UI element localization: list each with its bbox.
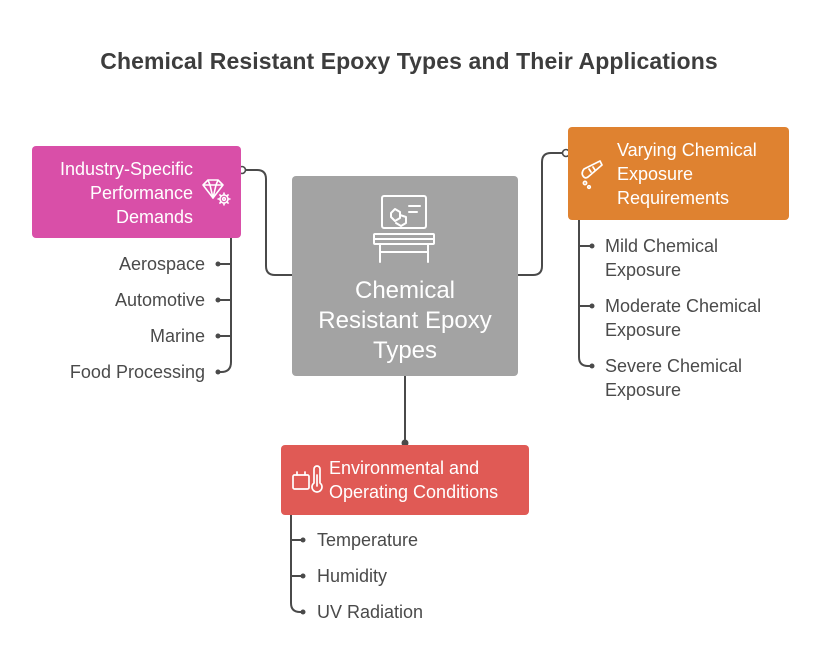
connector-right [518, 152, 566, 276]
box-thermometer-icon [292, 465, 323, 493]
industry-demands-node: Industry-Specific Performance Demands [32, 146, 241, 238]
environmental-conditions-label: Environmental and Operating Conditions [329, 456, 498, 504]
left-item-aerospace: Aerospace [118, 254, 205, 274]
industry-demands-line1: Industry-Specific [59, 159, 193, 179]
bottom-item-spine [290, 515, 303, 613]
left-item-spine [218, 238, 232, 373]
environmental-conditions-line2: Operating Conditions [329, 482, 499, 502]
chemical-exposure-line2: Exposure [617, 164, 694, 184]
right-item-mild: Mild Chemical Exposure [605, 234, 718, 282]
industry-demands-line2: Performance [89, 183, 193, 203]
gem-gear-icon [202, 179, 231, 206]
center-label-line3: Types [372, 337, 438, 364]
center-label-line2: Resistant Epoxy [318, 307, 492, 334]
right-item-severe-line2: Exposure [605, 380, 682, 400]
right-item-mild-line1: Mild Chemical [605, 236, 719, 256]
right-item-severe-line1: Severe Chemical [605, 356, 743, 376]
left-item-food-processing: Food Processing [69, 362, 205, 382]
diagram-title: Chemical Resistant Epoxy Types and Their… [100, 48, 718, 74]
left-item-marine: Marine [149, 326, 205, 346]
environmental-conditions-line1: Environmental and [329, 458, 480, 478]
bottom-item-uv-radiation: UV Radiation [317, 602, 424, 622]
chemical-exposure-node: Varying Chemical Exposure Requirements [568, 127, 789, 220]
center-label: Chemical Resistant Epoxy Types [292, 276, 518, 366]
chemical-exposure-label: Varying Chemical Exposure Requirements [617, 138, 757, 210]
industry-demands-label: Industry-Specific Performance Demands [60, 157, 193, 229]
right-item-moderate-line1: Moderate Chemical [605, 296, 762, 316]
connector-left [242, 169, 292, 276]
chemical-exposure-line3: Requirements [617, 188, 730, 208]
industry-demands-line3: Demands [115, 207, 193, 227]
right-item-spine [578, 220, 592, 367]
left-item-automotive: Automotive [114, 290, 205, 310]
environmental-conditions-node: Environmental and Operating Conditions [281, 445, 529, 515]
center-node: Chemical Resistant Epoxy Types [292, 176, 518, 376]
lab-bench-molecule-icon [373, 195, 435, 263]
center-label-line1: Chemical [354, 277, 456, 304]
right-item-moderate-line2: Exposure [605, 320, 682, 340]
right-item-mild-line2: Exposure [605, 260, 682, 280]
test-tube-icon [581, 160, 603, 190]
right-item-severe: Severe Chemical Exposure [605, 354, 742, 402]
right-item-moderate: Moderate Chemical Exposure [605, 294, 761, 342]
bottom-item-temperature: Temperature [317, 530, 419, 550]
chemical-exposure-line1: Varying Chemical [617, 140, 757, 160]
bottom-item-humidity: Humidity [317, 566, 388, 586]
